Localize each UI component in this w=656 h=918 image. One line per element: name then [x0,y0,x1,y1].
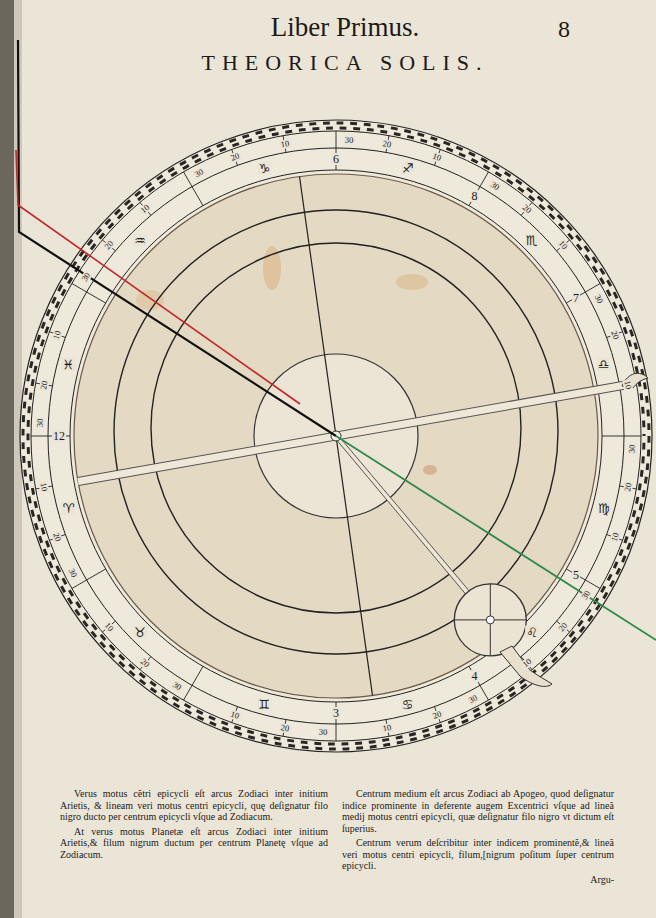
scale-numeral: 4 [471,670,479,682]
zodiac-sign: ♎ [597,358,611,371]
apogee-index [78,384,631,482]
degree-tick [184,666,204,700]
degree-number: 20 [609,328,621,341]
zodiac-sign: ♒ [133,234,147,247]
scale-numeral: 3 [332,707,340,719]
epicycle-center [486,616,494,624]
degree-number: 30 [318,728,329,737]
zodiac-sign: ♍ [597,501,611,514]
zodiac-sign: ♌ [525,625,539,638]
commentary-paragraph: Centrum verum deſcribitur inter indicem … [342,837,614,872]
zodiac-sign: ♏ [525,234,539,247]
scale-numeral: 6 [332,153,340,165]
degree-tick [72,284,106,304]
zodiac-sign: ♓ [62,358,76,371]
degree-tick [469,172,489,206]
commentary-paragraph: At verus motus Planetæ eſt arcus Zodiaci… [60,826,328,861]
zodiac-sign: ♐ [401,162,415,175]
red-thread [16,150,300,404]
page-gutter-shadow [0,0,14,918]
running-head: Liber Primus. [271,12,420,43]
degree-number: 30 [628,443,637,454]
catchword: Argu- [342,874,614,886]
commentary-paragraph: Centrum medium eſt arcus Zodiaci ab Apog… [342,788,614,834]
eccentric-circle [151,243,521,613]
scale-numeral: 12 [52,430,66,442]
text-column: Centrum medium eſt arcus Zodiaci ab Apog… [342,788,614,885]
stain [423,465,437,475]
degree-number: 10 [279,139,291,149]
degree-number: 20 [623,482,633,494]
stain [136,290,164,310]
degree-number: 20 [39,379,49,391]
degree-number: 10 [382,723,394,733]
degree-number: 30 [343,135,354,144]
degree-number: 20 [382,139,394,149]
pointing-hand [500,646,552,686]
degree-number: 20 [279,723,291,733]
zodiac-sign: ♉ [133,625,147,638]
degree-number: 30 [35,418,44,429]
page-number: 8 [558,16,570,43]
scale-numeral: 7 [572,292,580,304]
zodiac-sign: ♊ [257,697,271,710]
degree-tick [602,436,641,437]
stain [396,274,428,290]
scale-numeral: 8 [471,190,479,202]
epicycle [454,584,526,656]
commentary-paragraph: Verus motus cẽtri epicycli eſt arcus Zod… [60,788,328,823]
scale-numeral: 5 [572,569,580,581]
page-title: THEORICA SOLIS. [201,50,488,76]
degree-number: 10 [39,482,49,494]
zodiac-sign: ♋ [401,697,415,710]
green-thread [336,436,656,640]
zodiac-sign: ♑ [257,162,271,175]
degree-number: 10 [623,379,633,391]
zodiac-sign: ♈ [62,501,76,514]
apogee-index-outline [78,384,631,482]
text-column: Verus motus cẽtri epicycli eſt arcus Zod… [60,788,328,860]
